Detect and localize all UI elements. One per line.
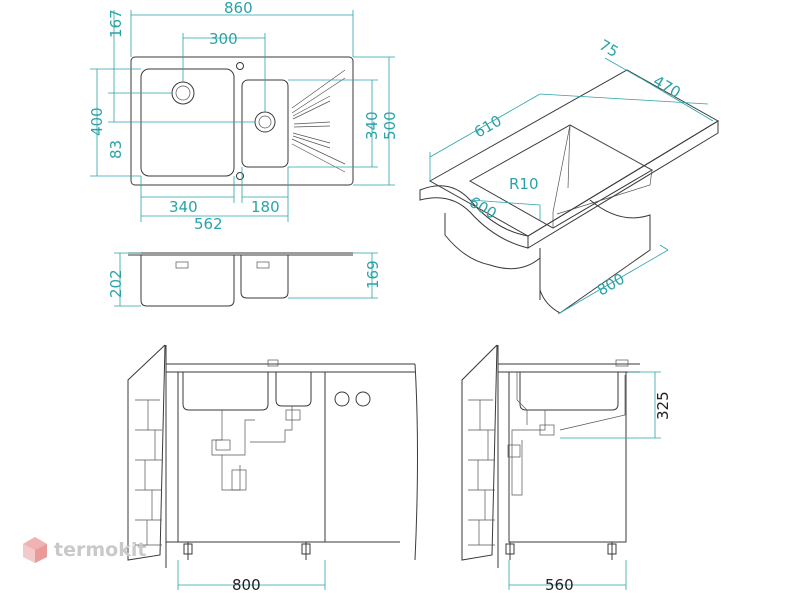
cabinet-side	[508, 371, 627, 543]
bowl-large	[140, 68, 235, 177]
dim-800-iso: 800	[594, 270, 628, 300]
dim-202: 202	[107, 269, 125, 298]
dim-470: 470	[650, 72, 684, 102]
isometric-view: 75 470 610 R10 600 800	[419, 36, 719, 315]
watermark-text: termokit	[54, 539, 147, 561]
dim-500: 500	[381, 111, 399, 140]
brick-wall-right	[461, 344, 498, 561]
dim-300: 300	[209, 30, 238, 48]
side-cabinet-view: 325 560	[461, 344, 672, 594]
cabinet-front	[177, 371, 326, 543]
watermark: termokit	[22, 536, 146, 564]
front-cabinet-view: 800	[127, 344, 418, 594]
top-view: 860 300 167 400 83 340 500 340 180 562	[88, 0, 399, 233]
dim-610: 610	[471, 112, 505, 142]
side-section: 202 169	[107, 252, 382, 307]
dim-600: 600	[466, 193, 500, 223]
dim-340-right: 340	[363, 111, 381, 140]
dim-180: 180	[251, 198, 280, 216]
dim-167: 167	[107, 9, 125, 38]
siphon-side	[507, 372, 626, 496]
section-bowl-large	[140, 255, 235, 307]
dim-562: 562	[194, 215, 223, 233]
tap-hole	[236, 62, 244, 70]
dim-800-cabinet: 800	[232, 576, 261, 594]
section-bowl-small	[240, 255, 289, 299]
overflow-hole	[236, 172, 244, 180]
hexagon-cube-logo-icon	[23, 537, 47, 563]
dim-400: 400	[88, 107, 106, 136]
dim-340-bottom: 340	[169, 198, 198, 216]
brick-wall-left	[127, 344, 166, 561]
dim-325: 325	[654, 391, 672, 420]
dim-75: 75	[596, 36, 622, 61]
dim-83: 83	[107, 140, 125, 159]
siphon-pipes	[211, 406, 301, 491]
dim-560: 560	[545, 576, 574, 594]
dim-169: 169	[364, 260, 382, 289]
drainer-grooves	[291, 69, 346, 173]
dim-860: 860	[224, 0, 253, 17]
drain-large	[171, 81, 195, 105]
dim-r10: R10	[509, 175, 539, 193]
drain-small	[254, 111, 276, 133]
